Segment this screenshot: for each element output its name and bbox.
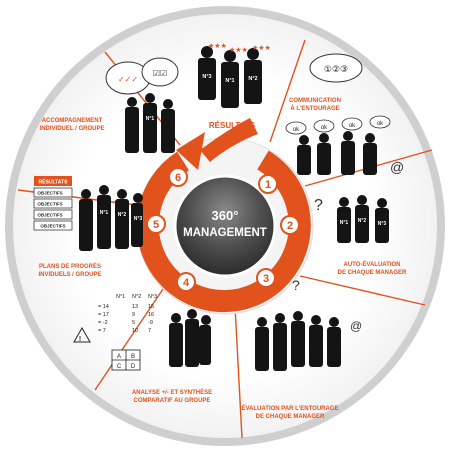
- at-sign-icon-2: @: [350, 319, 362, 333]
- stars-n3: ★★★: [208, 42, 227, 50]
- question-icon-2: ?: [292, 277, 300, 293]
- sector-auto-evaluation: @ ? N°1 N°2 N°3 AUTO-ÉVALUATION DE CHAQU…: [314, 159, 407, 276]
- abcd-matrix: A B C D: [111, 349, 141, 371]
- auto-badge-n2: N°2: [358, 218, 367, 224]
- analysis-row3-c3: -9: [148, 320, 153, 326]
- podium-label-n1: N°1: [225, 78, 234, 84]
- analysis-row2-c1: = 17: [98, 312, 109, 318]
- warning-icon: [73, 326, 91, 343]
- center-hub: [173, 174, 277, 278]
- ok-bubbles: ok ok ok ok: [285, 115, 391, 135]
- communication-figures: [297, 131, 377, 175]
- sector-communication: ①②③ COMMUNICATION À L'ENTOURAGE ok ok ok…: [285, 53, 391, 175]
- sector-evaluation-entourage: ? @ ÉVALUATION PAR L'ENTOURAGE DE CHAQUE…: [242, 277, 363, 420]
- analysis-row4-c3: 7: [148, 328, 151, 334]
- podium-label-n3: N°3: [202, 74, 211, 80]
- label-accompagnement-2: INDIVIDUEL / GROUPE: [40, 126, 105, 132]
- label-communication-1: COMMUNICATION: [289, 98, 341, 104]
- ok-bubble-3: ok: [349, 123, 356, 129]
- label-plans-1: PLANS DE PROGRÈS: [39, 262, 101, 270]
- numbered-steps-icon: ①②③: [324, 65, 348, 75]
- cycle-arc: [136, 150, 311, 313]
- label-analyse-1: ANALYSE +/- ET SYNTHÈSE: [132, 388, 212, 396]
- matrix-c: C: [117, 364, 122, 370]
- step-2: 2: [287, 220, 293, 232]
- ok-bubble-2: ok: [321, 125, 328, 131]
- cycle-arrow-tail: [200, 118, 258, 162]
- auto-badge-n3: N°3: [378, 221, 387, 227]
- objectives-card-title: RÉSULTATS: [39, 178, 69, 186]
- question-icon: ?: [314, 197, 323, 214]
- objectives-card: RÉSULTATS OBJECTIFS OBJECTIFS OBJECTIFS …: [33, 176, 73, 231]
- step-4: 4: [183, 277, 190, 289]
- sector-accompagnement: ✓✓✓ ☑☑ N°1 ACCOMPAGNEMENT INDIVIDUEL / G…: [40, 57, 179, 153]
- auto-evaluation-figures: [337, 195, 389, 243]
- checklist-icon-2: ☑☑: [153, 69, 167, 78]
- sector-plans: RÉSULTATS OBJECTIFS OBJECTIFS OBJECTIFS …: [33, 176, 143, 278]
- analysis-header-1: N°1: [116, 294, 125, 300]
- analysis-row2-c3: 16: [148, 312, 154, 318]
- step-3: 3: [263, 273, 269, 285]
- center-title-line1: 360°: [212, 208, 239, 223]
- objective-item-3: OBJECTIFS: [37, 213, 62, 218]
- analysis-row2-c2: 9: [132, 312, 135, 318]
- svg-text:!: !: [79, 336, 81, 343]
- analysis-header-2: N°2: [132, 294, 141, 300]
- sector-resultats: ★★★ ★★★ ★★★ N°3 N°1 N°2 RÉSULTATS: [198, 42, 271, 130]
- matrix-b: B: [131, 354, 135, 360]
- ok-bubble-1: ok: [293, 127, 300, 133]
- analysis-row4-c2: 10: [132, 328, 138, 334]
- sector-analyse: N°1 N°2 N°3 = 14 13 15 = 17 9 16 = -2 5 …: [73, 294, 212, 404]
- analysis-row1-c2: 13: [132, 304, 138, 310]
- analyse-figures: [169, 309, 211, 367]
- step-5: 5: [153, 219, 159, 231]
- podium-label-n2: N°2: [248, 76, 257, 82]
- label-analyse-2: COMPARATIF AU GROUPE: [134, 398, 211, 404]
- plans-badge-n1: N°1: [100, 210, 109, 216]
- results-podium-figures: [198, 46, 262, 108]
- step-6: 6: [175, 172, 181, 184]
- label-plans-2: INVIDUELS / GROUPE: [38, 272, 101, 278]
- step-badges: 1 2 3 4 5 6: [146, 167, 300, 292]
- matrix-a: A: [117, 354, 121, 360]
- accompagnement-badge-n1: N°1: [146, 116, 155, 122]
- analysis-header-3: N°3: [148, 294, 157, 300]
- objective-item-4: OBJECTIFS: [40, 224, 65, 229]
- plans-badge-n3: N°3: [134, 216, 143, 222]
- label-auto-evaluation-2: DE CHAQUE MANAGER: [338, 270, 407, 276]
- label-resultats: RÉSULTATS: [209, 121, 256, 130]
- accompagnement-figures: [125, 93, 175, 153]
- analysis-table: N°1 N°2 N°3 = 14 13 15 = 17 9 16 = -2 5 …: [98, 294, 157, 334]
- label-accompagnement-1: ACCOMPAGNEMENT: [42, 118, 103, 124]
- objective-item-2: OBJECTIFS: [37, 202, 62, 207]
- center-title-line2: MANAGEMENT: [183, 227, 267, 239]
- plans-figures: [79, 185, 143, 251]
- cycle-arrow: [176, 132, 205, 170]
- checklist-icon: ✓✓✓: [118, 75, 138, 84]
- analysis-row1-c3: 15: [148, 304, 154, 310]
- auto-badge-n1: N°1: [340, 220, 349, 226]
- stars-n1: ★★★: [229, 46, 248, 54]
- analysis-row3-c2: 5: [132, 320, 135, 326]
- stars-n2: ★★★: [252, 44, 271, 52]
- label-evaluation-entourage-2: DE CHAQUE MANAGER: [256, 414, 325, 420]
- analysis-row4-c1: = 7: [98, 328, 106, 334]
- ok-bubble-4: ok: [377, 121, 384, 127]
- label-auto-evaluation-1: AUTO-ÉVALUATION: [344, 260, 401, 268]
- analysis-row3-c1: = -2: [98, 320, 108, 326]
- label-evaluation-entourage-1: ÉVALUATION PAR L'ENTOURAGE: [242, 404, 339, 412]
- at-sign-icon: @: [390, 159, 404, 175]
- label-communication-2: À L'ENTOURAGE: [290, 105, 339, 112]
- step-1: 1: [265, 179, 271, 191]
- analysis-row1-c1: = 14: [98, 304, 109, 310]
- objective-item-1: OBJECTIFS: [37, 191, 62, 196]
- plans-badge-n2: N°2: [118, 212, 127, 218]
- evaluation-entourage-figures: [255, 311, 341, 371]
- matrix-d: D: [131, 364, 136, 370]
